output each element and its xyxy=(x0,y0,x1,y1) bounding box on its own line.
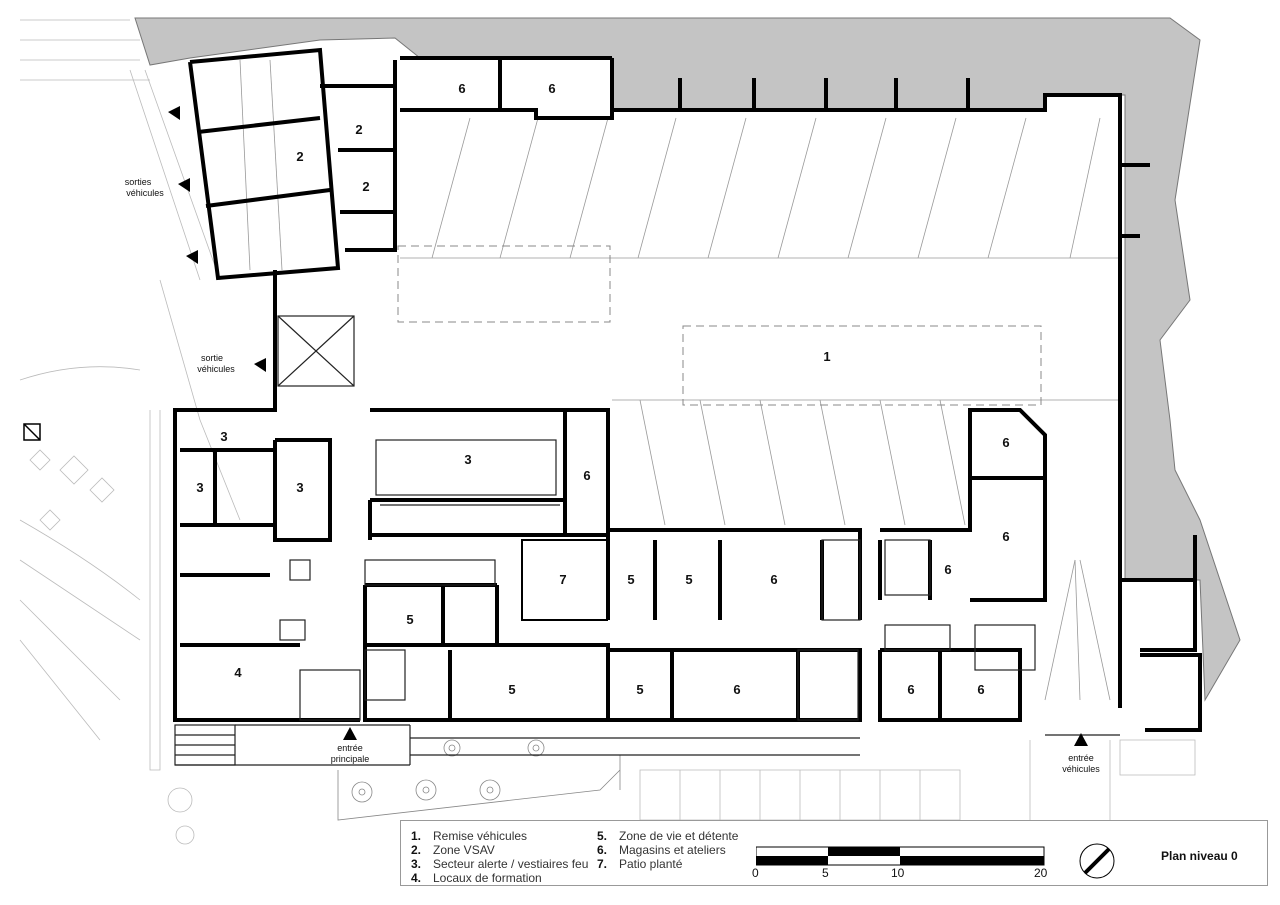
scale-tick: 5 xyxy=(822,866,829,880)
room-number: 6 xyxy=(907,682,914,697)
room-number: 4 xyxy=(234,665,242,680)
label-sorties: sorties xyxy=(125,177,152,187)
inner-walls xyxy=(174,315,1120,766)
entrance-arrow-icon xyxy=(343,727,357,740)
room-number: 6 xyxy=(1002,529,1009,544)
label-entree-vehicules: véhicules xyxy=(1062,764,1100,774)
room-number: 2 xyxy=(362,179,369,194)
exit-arrow-icon xyxy=(168,106,180,120)
scale-tick: 0 xyxy=(752,866,759,880)
scale-tick: 20 xyxy=(1034,866,1048,880)
label-sortie-vehicules: véhicules xyxy=(197,364,235,374)
room-number: 3 xyxy=(220,429,227,444)
room-number: 5 xyxy=(636,682,643,697)
room-number: 2 xyxy=(296,149,303,164)
reference-marker-icon xyxy=(23,423,41,441)
room-number: 6 xyxy=(770,572,777,587)
room-labels: 6 6 2 2 2 1 3 3 3 3 6 6 6 7 5 5 6 6 5 4 … xyxy=(196,81,1009,697)
room-number: 1 xyxy=(823,349,830,364)
label-sorties-vehicules: véhicules xyxy=(126,188,164,198)
room-number: 5 xyxy=(406,612,413,627)
room-number: 6 xyxy=(458,81,465,96)
plan-title: Plan niveau 0 xyxy=(1161,849,1238,863)
north-arrow-icon xyxy=(1079,843,1115,879)
access-arrows xyxy=(168,106,1088,746)
room-number: 6 xyxy=(977,682,984,697)
hall-layout-lines xyxy=(239,59,1118,701)
legend-column-2: 5.Zone de vie et détente 6.Magasins et a… xyxy=(597,829,738,871)
label-sortie: sortie xyxy=(201,353,223,363)
room-number: 5 xyxy=(627,572,634,587)
label-entree: entrée xyxy=(337,743,363,753)
legend-item: 5.Zone de vie et détente xyxy=(597,829,739,843)
legend-item: 2.Zone VSAV xyxy=(411,843,495,857)
exit-arrow-icon xyxy=(178,178,190,192)
legend-item: 1.Remise véhicules xyxy=(411,829,528,843)
legend-item: 4.Locaux de formation xyxy=(411,871,542,885)
parking-zones xyxy=(397,245,1042,406)
room-number: 3 xyxy=(296,480,303,495)
exit-arrow-icon xyxy=(186,250,198,264)
room-number: 2 xyxy=(355,122,362,137)
entrance-arrow-icon xyxy=(1074,733,1088,746)
legend-item: 3.Secteur alerte / vestiaires feu xyxy=(411,857,589,871)
scale-bar xyxy=(756,846,1045,866)
room-number: 7 xyxy=(559,572,566,587)
legend-panel: 1.Remise véhicules 2.Zone VSAV 3.Secteur… xyxy=(400,820,1268,886)
room-number: 3 xyxy=(464,452,471,467)
legend-column-1: 1.Remise véhicules 2.Zone VSAV 3.Secteur… xyxy=(411,829,588,885)
room-number: 3 xyxy=(196,480,203,495)
room-number: 6 xyxy=(1002,435,1009,450)
site-labels: sorties véhicules sortie véhicules entré… xyxy=(125,177,1101,774)
room-number: 6 xyxy=(944,562,951,577)
label-entree-veh: entrée xyxy=(1068,753,1094,763)
legend-item: 7.Patio planté xyxy=(597,857,683,871)
room-number: 6 xyxy=(548,81,555,96)
exit-arrow-icon xyxy=(254,358,266,372)
label-entree-principale: principale xyxy=(331,754,370,764)
walls xyxy=(173,47,1202,732)
room-number: 6 xyxy=(583,468,590,483)
scale-tick: 10 xyxy=(891,866,905,880)
room-number: 5 xyxy=(685,572,692,587)
room-number: 6 xyxy=(733,682,740,697)
legend-item: 6.Magasins et ateliers xyxy=(597,843,726,857)
room-number: 5 xyxy=(508,682,515,697)
planting-symbols xyxy=(337,739,621,821)
